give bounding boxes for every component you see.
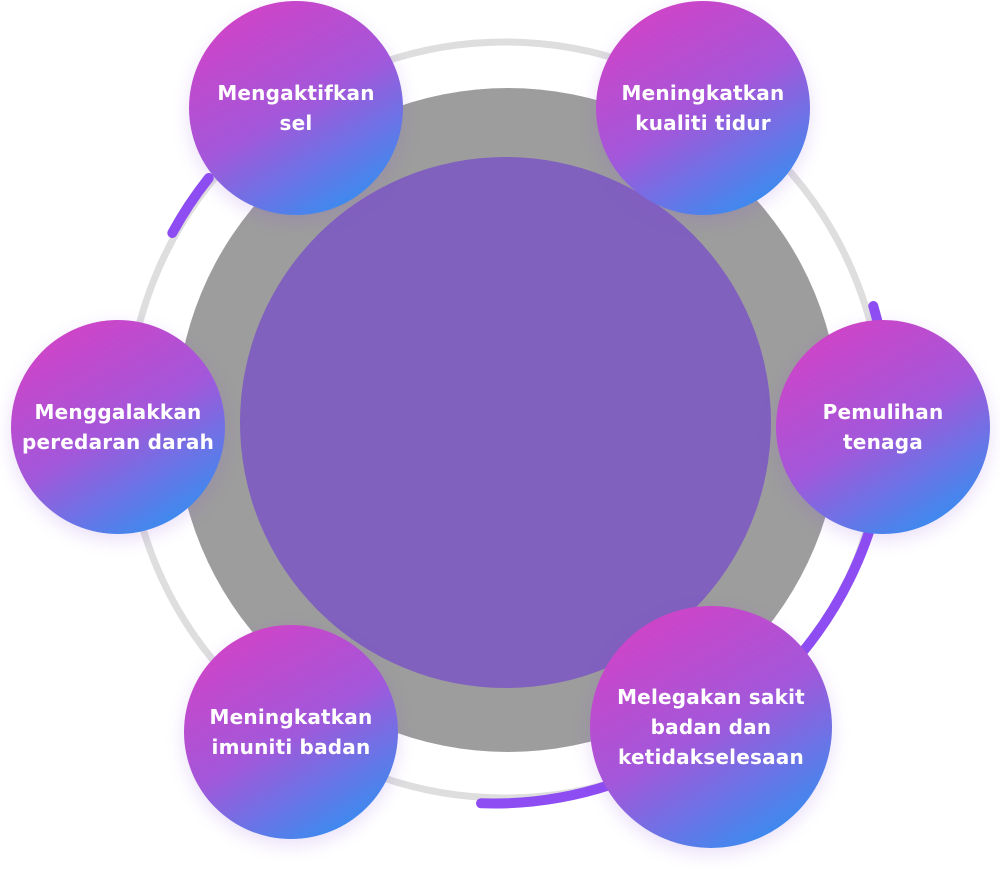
benefit-label: Meningkatkan imuniti badan	[209, 705, 373, 759]
accent-arc-bottom	[476, 780, 615, 809]
benefit-label: Mengaktifkan sel	[217, 81, 375, 135]
inner-disc	[240, 157, 771, 688]
benefit-label: Menggalakkan peredaran darah	[21, 400, 215, 454]
benefit-label: Pemulihan tenaga	[822, 400, 944, 454]
benefit-label: Meningkatkan kualiti tidur	[621, 81, 785, 135]
benefit-node-immunity: Meningkatkan imuniti badan	[184, 625, 398, 839]
benefit-node-pain-relief: Melegakan sakit badan dan ketidakselesaa…	[590, 606, 832, 848]
benefit-node-blood-circulation: Menggalakkan peredaran darah	[11, 320, 225, 534]
benefit-label: Melegakan sakit badan dan ketidakselesaa…	[617, 685, 805, 769]
benefit-node-energy-recovery: Pemulihan tenaga	[776, 320, 990, 534]
accent-arc-upper-left	[167, 173, 214, 238]
benefit-node-activate-cells: Mengaktifkan sel	[189, 1, 403, 215]
benefit-node-sleep-quality: Meningkatkan kualiti tidur	[596, 1, 810, 215]
